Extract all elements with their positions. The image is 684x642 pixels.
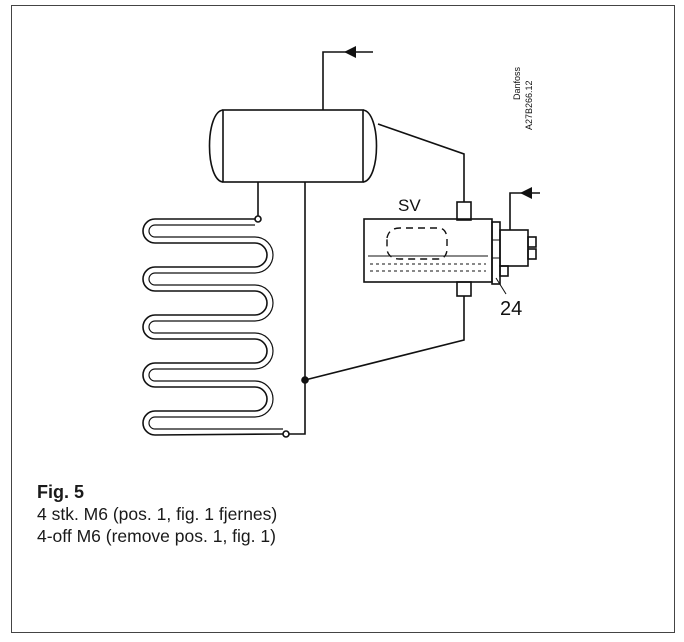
caption-line-1: 4 stk. M6 (pos. 1, fig. 1 fjernes) — [37, 504, 278, 524]
outlet-pipe — [322, 51, 373, 110]
evaporator-coil-inner — [148, 224, 283, 430]
caption-line-2: 4-off M6 (remove pos. 1, fig. 1) — [37, 526, 276, 546]
sv-liquid-level — [370, 263, 486, 272]
flow-arrow-top — [344, 46, 356, 58]
sv-top-fitting — [456, 201, 472, 221]
evaporator-coil — [142, 218, 284, 436]
watermark-brand: Danfoss — [512, 66, 522, 100]
sv-float-body — [363, 218, 537, 285]
flow-arrow-right — [520, 187, 532, 199]
junction-dot — [301, 376, 309, 384]
label-sv: SV — [398, 196, 421, 215]
inlet-pipe-right — [509, 192, 540, 230]
figure-frame — [11, 5, 675, 633]
watermark-code: A27B266.12 — [524, 80, 534, 130]
sv-bottom-fitting — [456, 281, 472, 297]
return-pipe — [286, 182, 306, 435]
pipe-vessel-to-sv — [377, 123, 465, 202]
coil-outlet-node — [282, 430, 290, 438]
label-position-24: 24 — [500, 298, 522, 320]
coil-inlet-node — [254, 215, 262, 223]
watermark: Danfoss A27B266.12 — [512, 66, 534, 130]
pipe-sv-to-junction — [304, 296, 465, 381]
figure-caption: Fig. 5 4 stk. M6 (pos. 1, fig. 1 fjernes… — [37, 481, 277, 547]
receiver-vessel — [208, 109, 378, 183]
leader-24 — [495, 277, 507, 295]
figure-title: Fig. 5 — [37, 482, 85, 502]
